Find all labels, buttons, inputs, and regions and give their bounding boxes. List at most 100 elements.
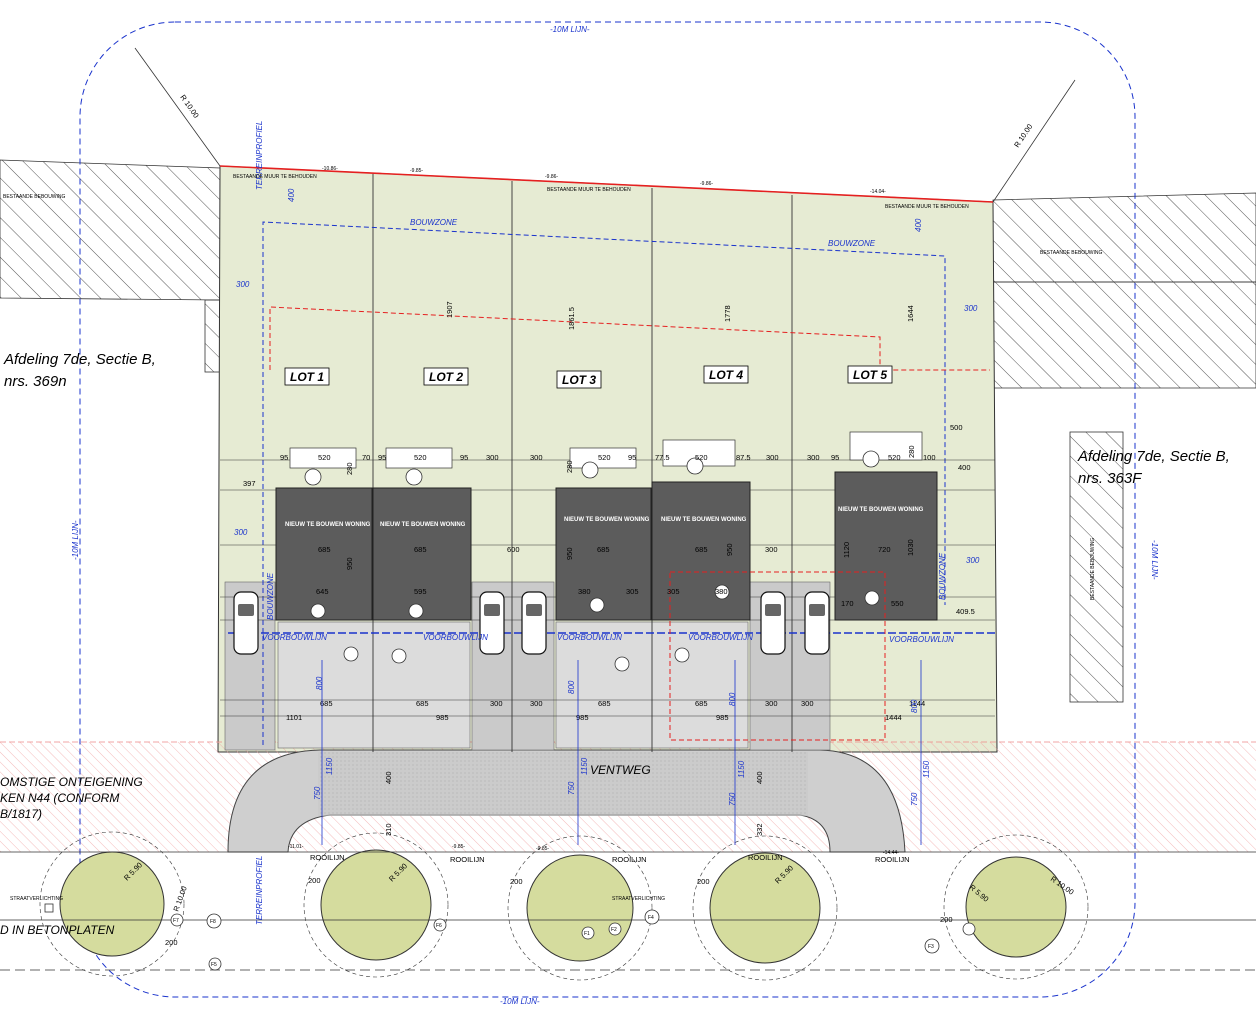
dim-200-4: 200 xyxy=(165,938,178,947)
existing-wall-label-1: BESTAANDE MUUR TE BEHOUDEN xyxy=(233,174,317,180)
house-5-label: NIEUW TE BOUWEN WONING xyxy=(838,507,924,513)
dim-1150-2: 1150 xyxy=(580,757,589,775)
house-3-label: NIEUW TE BOUWEN WONING xyxy=(564,517,650,523)
street-light-icon-left xyxy=(44,903,54,913)
dim-380-b: 380 xyxy=(715,587,728,596)
dim-300-low-1: 300 xyxy=(490,699,503,708)
ten-m-line-top-label: -10M LIJN- xyxy=(550,25,590,34)
dim-685-low-3: 685 xyxy=(598,699,611,708)
level-markers xyxy=(304,450,880,672)
marker-f6: F6 xyxy=(436,923,442,929)
dim-305-b: 305 xyxy=(667,587,680,596)
existing-building-label-vertical: BESTAANDE BEBOUWING xyxy=(1090,537,1096,600)
tree-4 xyxy=(709,852,821,964)
radius-label-top-left: R 10.00 xyxy=(178,93,200,120)
lot-dividers xyxy=(372,174,793,752)
dim-332: 332 xyxy=(755,823,764,836)
expropriation-line3: B/1817) xyxy=(0,807,42,821)
parcel-left-line2: nrs. 369n xyxy=(4,373,67,390)
dim-400-right: 400 xyxy=(914,218,923,232)
lot-5-depth: 1644 xyxy=(906,305,915,322)
voorbouwlijn-5: VOORBOUWLIJN xyxy=(889,635,954,644)
house-1-label: NIEUW TE BOUWEN WONING xyxy=(285,522,371,528)
rooilijn-3: ROOILIJN xyxy=(612,855,647,864)
dim-720: 720 xyxy=(878,545,891,554)
dim-750-3: 750 xyxy=(728,792,737,806)
dim-600: 600 xyxy=(507,545,520,554)
dim-875: 87.5 xyxy=(736,453,751,462)
marker-f5: F5 xyxy=(211,962,217,968)
rooilijn-5: ROOILIJN xyxy=(875,855,910,864)
dim-685-2: 685 xyxy=(414,545,427,554)
dim-200-3: 200 xyxy=(697,877,710,886)
bouwzone-label-left: BOUWZONE xyxy=(266,572,275,620)
dim-985-3: 985 xyxy=(716,713,729,722)
dim-1150-1: 1150 xyxy=(325,757,334,775)
dim-300-a: 300 xyxy=(236,280,250,289)
ten-m-line-bottom-label: -10M LIJN- xyxy=(500,997,540,1006)
dim-520-5: 520 xyxy=(888,453,901,462)
dim-bot-3: -14.44- xyxy=(883,850,899,856)
dim-top-2: -9.85- xyxy=(410,168,423,174)
dim-400-low-b: 400 xyxy=(755,771,764,784)
rooilijn-4: ROOILIJN xyxy=(748,853,783,862)
house-lot-3 xyxy=(555,487,652,621)
dim-750-1: 750 xyxy=(313,786,322,800)
dim-645: 645 xyxy=(316,587,329,596)
dim-1444: 1444 xyxy=(885,713,902,722)
lot-5-label: LOT 5 xyxy=(853,368,887,382)
tree-radius-10-left: R 10.00 xyxy=(171,885,188,913)
dim-95-1: 95 xyxy=(280,453,288,462)
dim-685-low-4: 685 xyxy=(695,699,708,708)
expropriation-line1: OMSTIGE ONTEIGENING xyxy=(0,775,143,789)
dim-280-3: 280 xyxy=(565,460,574,473)
dim-550: 550 xyxy=(891,599,904,608)
car-3 xyxy=(521,591,547,655)
lot-2-label: LOT 2 xyxy=(429,370,463,384)
ventweg-label: VENTWEG xyxy=(590,763,651,777)
terraces xyxy=(289,431,923,469)
dim-400-r: 400 xyxy=(958,463,971,472)
dim-500: 500 xyxy=(950,423,963,432)
house-lot-1 xyxy=(275,487,373,621)
dim-95-5: 95 xyxy=(831,453,839,462)
dim-685-3: 685 xyxy=(597,545,610,554)
houses xyxy=(275,471,938,621)
dim-520-2: 520 xyxy=(414,453,427,462)
dim-985-2: 985 xyxy=(576,713,589,722)
dim-520-3: 520 xyxy=(598,453,611,462)
car-5 xyxy=(804,591,830,655)
marker-f3: F3 xyxy=(928,944,934,950)
voorbouwlijn-4: VOORBOUWLIJN xyxy=(688,633,753,642)
dim-775: 77.5 xyxy=(655,453,670,462)
dim-1150-3: 1150 xyxy=(737,760,746,778)
street-light-label-left: STRAATVERLICHTING xyxy=(10,896,63,902)
dim-800-3: 800 xyxy=(728,692,737,706)
dim-170: 170 xyxy=(841,599,854,608)
dim-300-r3: 300 xyxy=(766,453,779,462)
marker-f7: F7 xyxy=(173,918,179,924)
house-2-label: NIEUW TE BOUWEN WONING xyxy=(380,522,466,528)
dim-200-2: 200 xyxy=(510,877,523,886)
house-4-label: NIEUW TE BOUWEN WONING xyxy=(661,517,747,523)
dim-top-1: -10.86- xyxy=(322,166,338,172)
existing-building-label-right: BESTAANDE BEBOUWING xyxy=(1040,250,1103,256)
dim-200-1: 200 xyxy=(308,876,321,885)
dim-bot-2b: -9.85- xyxy=(536,846,549,852)
dim-300-r1: 300 xyxy=(486,453,499,462)
dim-520-1: 520 xyxy=(318,453,331,462)
ten-m-line-left-label: -10M LIJN- xyxy=(71,520,80,560)
voorbouwlijn-2: VOORBOUWLIJN xyxy=(423,633,488,642)
dim-300-low-3: 300 xyxy=(765,699,778,708)
dim-280-1: 280 xyxy=(345,462,354,475)
dim-1101: 1101 xyxy=(286,713,302,722)
dim-300-d: 300 xyxy=(966,556,980,565)
parcel-left-line1: Afdeling 7de, Sectie B, xyxy=(3,351,156,368)
existing-wall-label-3: BESTAANDE MUUR TE BEHOUDEN xyxy=(885,204,969,210)
terreinprofiel-bottom: TERREINPROFIEL xyxy=(255,856,264,925)
dim-950-3: 950 xyxy=(565,547,574,560)
tree-5 xyxy=(965,856,1067,958)
dim-top-5: -14.04- xyxy=(870,189,886,195)
lot-labels xyxy=(284,365,893,389)
